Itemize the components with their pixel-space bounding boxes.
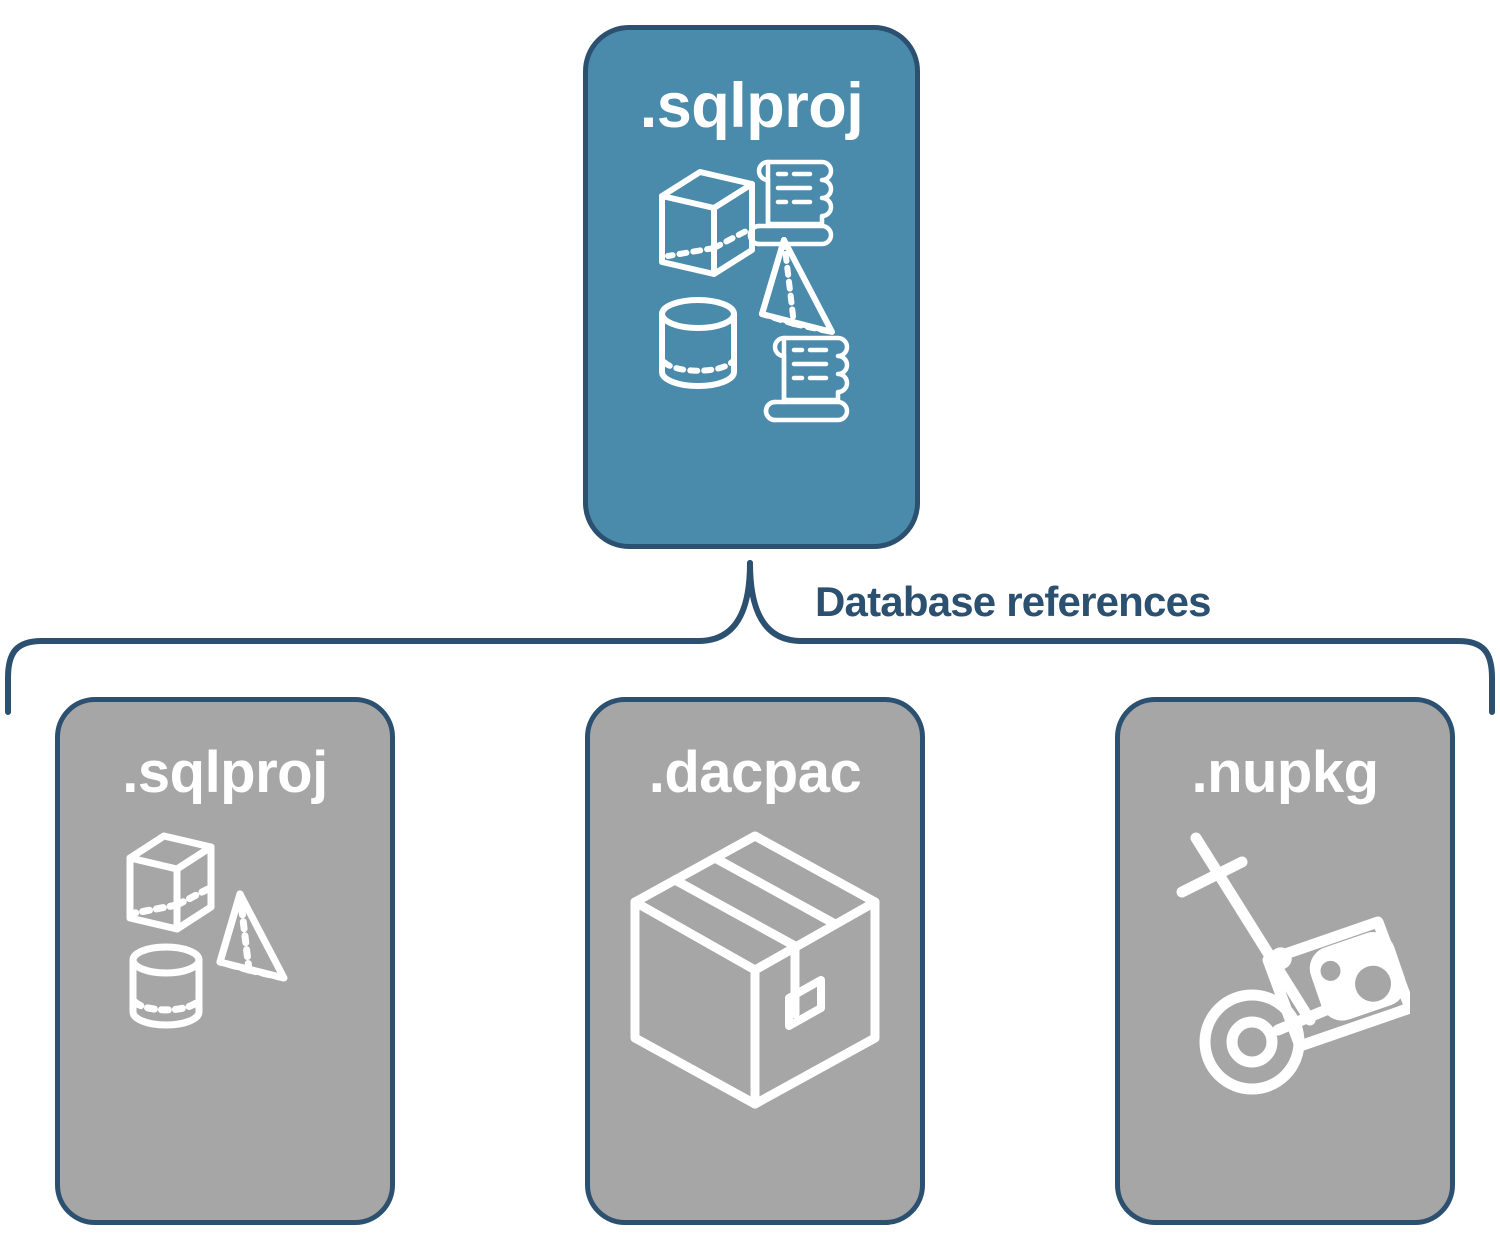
node-child-nupkg-label: .nupkg	[1191, 740, 1379, 805]
node-child-sqlproj-label: .sqlproj	[122, 740, 328, 805]
database-references-label: Database references	[815, 578, 1212, 625]
node-child-sqlproj[interactable]: .sqlproj	[55, 697, 395, 1225]
hand-truck-package-icon	[1160, 830, 1416, 1105]
node-root-label: .sqlproj	[639, 71, 864, 141]
pyramid-icon	[216, 890, 287, 982]
node-child-dacpac-label: .dacpac	[648, 740, 862, 805]
cylinder-icon	[658, 297, 737, 389]
shipping-box-icon	[630, 831, 880, 1109]
package-box-icon	[629, 830, 881, 1115]
node-root-sqlproj[interactable]: .sqlproj	[583, 25, 920, 549]
node-child-nupkg[interactable]: .nupkg	[1115, 697, 1455, 1225]
database-shapes-and-scripts-icon	[642, 148, 862, 433]
nuget-package-icon	[1262, 916, 1416, 1052]
cylinder-icon	[129, 943, 202, 1029]
database-shapes-icon	[118, 830, 333, 1050]
node-child-dacpac[interactable]: .dacpac	[585, 697, 925, 1225]
cube-icon	[126, 832, 214, 933]
pyramid-icon	[758, 237, 835, 335]
scroll-icon	[747, 159, 833, 247]
scroll-icon	[763, 335, 849, 423]
cube-icon	[658, 169, 755, 277]
